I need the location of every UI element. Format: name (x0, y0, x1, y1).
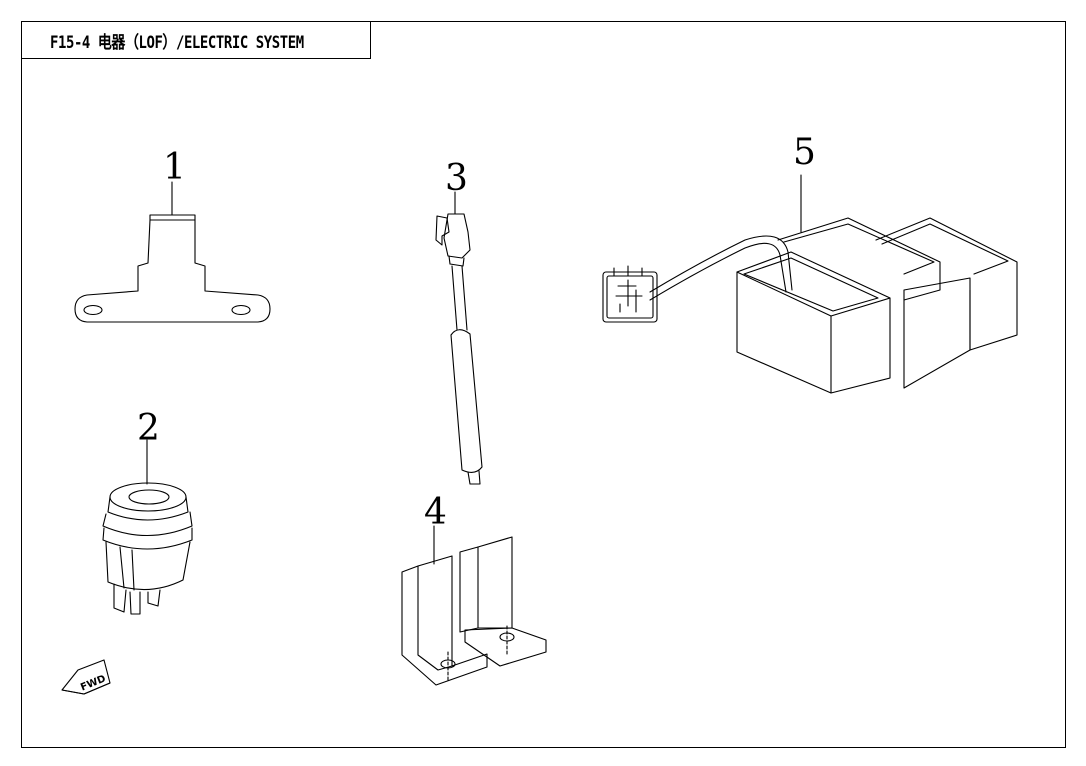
title-block: F15-4 电器（LOF）/ELECTRIC SYSTEM (21, 21, 371, 59)
part-3-sensor-icon (435, 191, 483, 485)
part-5-relay-icon (602, 174, 1018, 394)
part-1-bracket-icon (74, 181, 271, 323)
callout-4: 4 (424, 492, 447, 533)
callout-5: 5 (793, 132, 816, 173)
page-title: F15-4 电器（LOF）/ELECTRIC SYSTEM (50, 32, 304, 53)
part-2-switch-icon (102, 439, 193, 615)
part-4-bracket-icon (401, 525, 547, 686)
callout-1: 1 (163, 147, 186, 188)
drawing-frame (21, 21, 1066, 748)
forward-arrow-icon (61, 659, 111, 695)
callout-2: 2 (137, 408, 160, 449)
callout-3: 3 (445, 158, 468, 199)
